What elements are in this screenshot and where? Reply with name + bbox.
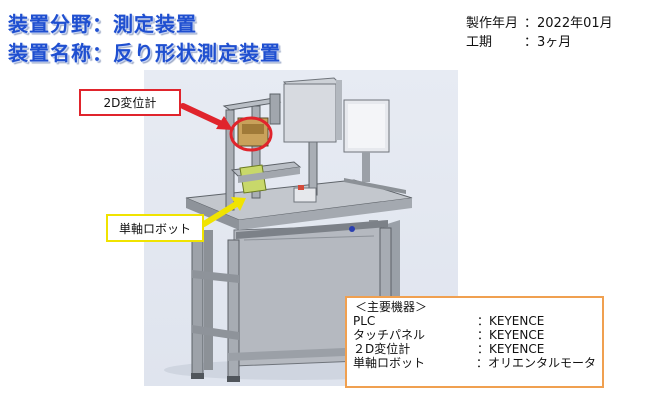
production-date-value: ：2022年01月 [524, 16, 613, 31]
equipment-row: 単軸ロボット ：オリエンタルモータ [353, 356, 596, 370]
work-period-value: ：3ヶ月 [524, 35, 572, 50]
equipment-row: タッチパネル ：KEYENCE [353, 328, 596, 342]
equipment-row: PLC ：KEYENCE [353, 314, 596, 328]
equipment-name: タッチパネル [353, 328, 426, 342]
equipment-maker: ：KEYENCE [477, 328, 545, 342]
page-title-field: 装置分野：測定装置 [8, 12, 197, 36]
work-period: 工期 ：3ヶ月 [466, 31, 571, 50]
equipment-name: 単軸ロボット [353, 356, 426, 370]
equipment-maker: ：オリエンタルモータ [475, 356, 596, 370]
main-equipment-box: ＜主要機器＞ PLC ：KEYENCE タッチパネル ：KEYENCE ２D変位… [345, 296, 604, 388]
work-period-label: 工期 [466, 35, 493, 50]
robot-callout-label: 単軸ロボット [106, 214, 204, 242]
equipment-row: ２D変位計 ：KEYENCE [353, 342, 596, 356]
production-date: 製作年月 ：2022年01月 [466, 12, 613, 31]
main-equipment-header: ＜主要機器＞ [355, 300, 428, 314]
machine-illustration [164, 77, 424, 382]
sensor-callout-label: 2D変位計 [79, 89, 181, 116]
equipment-maker: ：KEYENCE [477, 342, 545, 356]
page-title-name: 装置名称：反り形状測定装置 [8, 41, 281, 65]
equipment-name: ２D変位計 [353, 342, 411, 356]
equipment-maker: ：KEYENCE [477, 314, 545, 328]
production-date-label: 製作年月 [466, 16, 519, 31]
machine-render-image [144, 70, 458, 386]
equipment-name: PLC [353, 314, 376, 328]
